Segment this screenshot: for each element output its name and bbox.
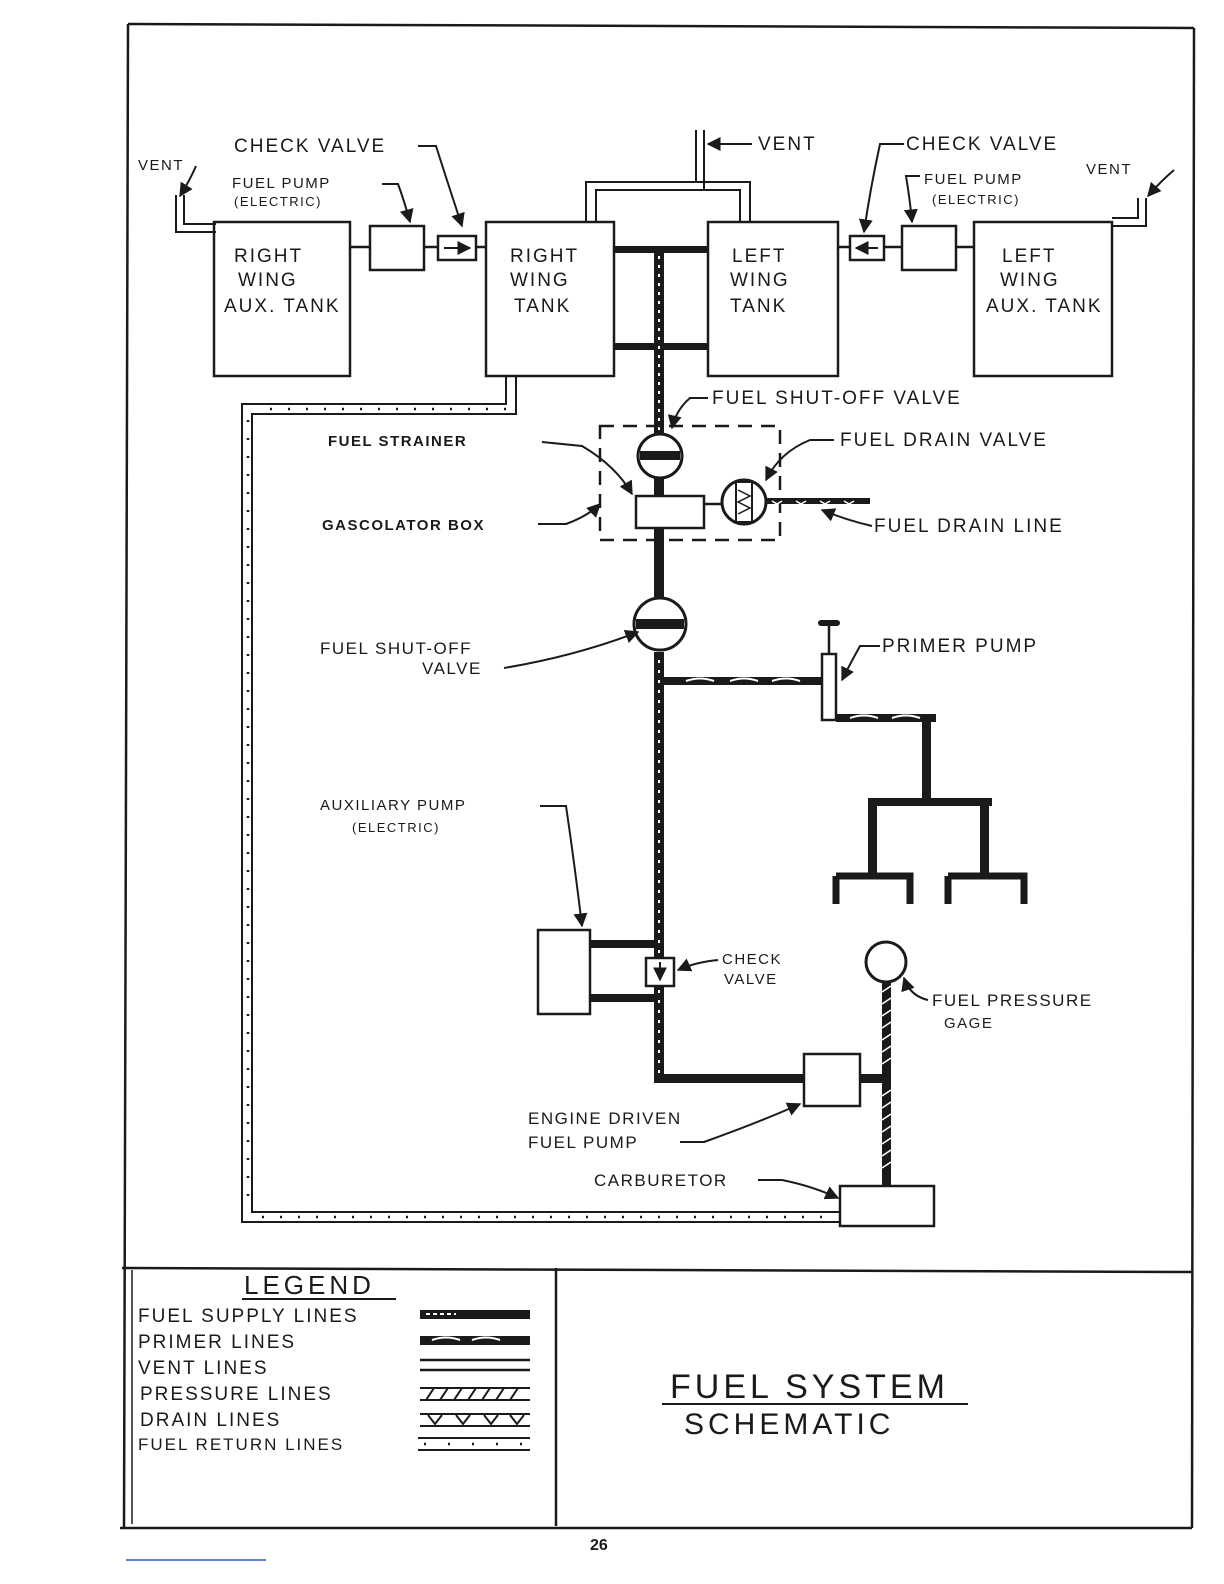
auxiliary-pump-label: AUXILIARY PUMP [320,797,466,814]
left-wing-aux-tank-label: LEFT WING AUX. TANK [986,246,1103,317]
left-wing-tank-label: LEFT WING TANK [730,246,790,317]
legend-item-fuel-supply: FUEL SUPPLY LINES [138,1306,359,1327]
vent-center-label: VENT [758,134,817,155]
fuel-pressure-gage-symbol [864,940,908,984]
drain-line [766,498,870,505]
fuel-drain-valve-symbol [720,478,768,526]
fuel-pressure-gage-label-2: GAGE [944,1015,993,1032]
svg-text:AUX. TANK: AUX. TANK [224,296,341,317]
engine-driven-fuel-pump-box [802,1052,862,1108]
primer-pump-label: PRIMER PUMP [882,636,1038,657]
fuel-drain-line-label: FUEL DRAIN LINE [874,516,1064,537]
auxiliary-pump-sub-label: (ELECTRIC) [352,820,440,835]
title-sub: SCHEMATIC [684,1408,894,1441]
sheet-frame [120,22,1196,1530]
pressure-line [881,982,892,1186]
svg-text:LEFT: LEFT [732,246,786,267]
engine-driven-pump-label-1: ENGINE DRIVEN [528,1109,682,1128]
legend-swatch-fuel-supply [420,1310,530,1319]
fuel-pump-left-label: FUEL PUMP [232,175,331,192]
legend-item-drain: DRAIN LINES [140,1410,281,1431]
check-valve-lower-label-2: VALVE [724,971,778,988]
svg-text:LEFT: LEFT [1002,246,1056,267]
legend-item-vent: VENT LINES [138,1358,269,1379]
left-wing-tank [706,220,840,378]
auxiliary-pump-box [536,928,592,1016]
fuel-pump-right-label: FUEL PUMP [924,171,1023,188]
fuel-pump-left-sub-label: (ELECTRIC) [234,194,322,209]
check-valve-right-symbol [848,234,886,262]
legend: LEGEND FUEL SUPPLY LINES PRIMER LINES VE… [138,1270,530,1454]
page-number: 26 [590,1537,608,1554]
fuel-drain-valve-label: FUEL DRAIN VALVE [840,430,1048,451]
fuel-pump-left-box [368,224,426,272]
primer-lines [664,677,1028,904]
leader-lines [179,137,1175,1200]
left-wing-aux-tank [972,220,1114,378]
svg-text:RIGHT: RIGHT [510,246,579,267]
vent-lines [175,130,1147,233]
legend-item-primer: PRIMER LINES [138,1332,296,1353]
check-valve-lower-symbol [644,956,676,988]
aux-pump-lines [590,940,654,1002]
svg-text:WING: WING [510,270,570,291]
strainer-feed [654,478,664,496]
fuel-pump-right-box [900,224,958,272]
svg-text:WING: WING [1000,270,1060,291]
title-main: FUEL SYSTEM [670,1368,949,1406]
legend-swatch-drain [420,1413,530,1427]
svg-text:AUX. TANK: AUX. TANK [986,296,1103,317]
fuel-shutoff-valve-mid-label-1: FUEL SHUT-OFF [320,639,472,658]
fuel-shutoff-valve-top-symbol [636,432,684,480]
svg-text:WING: WING [238,270,298,291]
fuel-return-line [241,376,840,1223]
fuel-shutoff-valve-mid-symbol [632,596,688,652]
gascolator-box-outline [598,424,782,542]
right-wing-tank [484,220,616,378]
vent-right-label: VENT [1086,161,1132,178]
fuel-strainer-label: FUEL STRAINER [328,433,467,450]
legend-item-fuel-return: FUEL RETURN LINES [138,1435,344,1454]
vent-left-label: VENT [138,157,184,174]
legend-swatch-vent [420,1358,530,1372]
check-valve-right-label: CHECK VALVE [906,134,1058,155]
right-wing-aux-tank [212,220,352,378]
svg-text:WING: WING [730,270,790,291]
primer-pump-symbol [818,620,840,722]
check-valve-left-label: CHECK VALVE [234,136,386,157]
svg-text:TANK: TANK [514,296,571,317]
legend-swatch-pressure [420,1387,530,1401]
fuel-shutoff-valve-top-label: FUEL SHUT-OFF VALVE [712,388,962,409]
fuel-supply-trunk [654,253,888,1083]
engine-driven-pump-label-2: FUEL PUMP [528,1133,638,1152]
check-valve-left-symbol [436,234,478,262]
legend-title: LEGEND [244,1270,375,1300]
fuel-shutoff-valve-mid-label-2: VALVE [422,659,482,678]
carburetor-label: CARBURETOR [594,1171,728,1190]
fuel-pressure-gage-label-1: FUEL PRESSURE [932,991,1093,1010]
check-valve-lower-label-1: CHECK [722,951,782,968]
carburetor-box [838,1184,936,1228]
fuel-strainer-box [634,494,706,530]
tanks [212,220,1114,378]
gascolator-box-label: GASCOLATOR BOX [322,517,485,534]
right-wing-tank-label: RIGHT WING TANK [510,246,579,317]
svg-text:TANK: TANK [730,296,787,317]
svg-text:RIGHT: RIGHT [234,246,303,267]
legend-swatch-primer [420,1336,530,1345]
legend-item-pressure: PRESSURE LINES [140,1384,333,1405]
title-block: FUEL SYSTEM SCHEMATIC [662,1368,968,1441]
fuel-pump-right-sub-label: (ELECTRIC) [932,192,1020,207]
right-wing-aux-tank-label: RIGHT WING AUX. TANK [224,246,341,317]
legend-swatch-fuel-return [418,1437,530,1451]
